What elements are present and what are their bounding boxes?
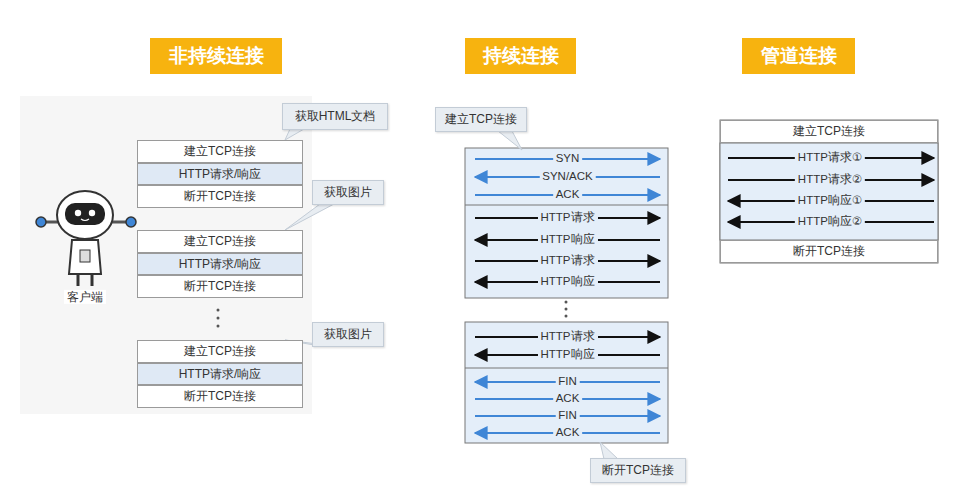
column-title: 持续连接 — [465, 38, 576, 74]
ellipsis-dots — [565, 301, 568, 318]
node-text: 断开TCP连接 — [602, 462, 674, 479]
callout-tail — [285, 129, 304, 140]
column-title: 管道连接 — [742, 38, 855, 74]
message-arrows — [475, 158, 934, 433]
arrow-label: ACK — [553, 188, 583, 202]
node-text: 获取HTML文档 — [295, 108, 376, 125]
connection-band — [465, 322, 668, 443]
arrow-label: FIN — [555, 409, 580, 423]
callout-box: 获取图片 — [312, 180, 384, 205]
background-panel — [20, 96, 312, 414]
arrow-label: SYN — [553, 152, 583, 166]
tcp-close-box: 断开TCP连接 — [137, 275, 303, 298]
connection-band — [720, 143, 938, 240]
tcp-close-box: 断开TCP连接 — [720, 240, 938, 263]
tcp-open-box: 建立TCP连接 — [720, 120, 938, 143]
client-label: 客户端 — [64, 290, 106, 304]
arrow-label: HTTP响应 — [537, 275, 597, 289]
arrow-label: HTTP响应② — [795, 215, 865, 229]
callout-box: 建立TCP连接 — [435, 107, 527, 132]
separator-line — [465, 205, 668, 206]
node-text: 断开TCP连接 — [184, 278, 256, 295]
http-box: HTTP请求/响应 — [137, 363, 303, 385]
arrow-label: HTTP响应① — [795, 194, 865, 208]
callout-box: 获取图片 — [312, 322, 384, 347]
tcp-close-box: 断开TCP连接 — [137, 385, 303, 408]
node-text: 持续连接 — [483, 43, 559, 69]
pipeline-box — [720, 120, 938, 263]
arrow-label: ACK — [553, 426, 583, 440]
callout-tail — [498, 131, 522, 150]
arrow-label: HTTP响应 — [537, 233, 597, 247]
node-text: HTTP请求/响应 — [179, 166, 262, 183]
node-text: HTTP请求/响应 — [179, 366, 262, 383]
arrow-label: HTTP请求① — [795, 151, 865, 165]
callout-tail — [600, 442, 618, 459]
node-text: 断开TCP连接 — [793, 243, 865, 260]
tcp-open-box: 建立TCP连接 — [137, 340, 303, 363]
node-text: 管道连接 — [761, 43, 837, 69]
tcp-open-box: 建立TCP连接 — [137, 230, 303, 253]
tcp-close-box: 断开TCP连接 — [137, 185, 303, 208]
arrow-label: HTTP请求② — [795, 173, 865, 187]
arrow-label: HTTP请求 — [537, 254, 597, 268]
arrow-label: HTTP响应 — [537, 348, 597, 362]
column-title: 非持续连接 — [150, 38, 282, 74]
callout-box: 断开TCP连接 — [590, 458, 686, 483]
node-text: 断开TCP连接 — [184, 188, 256, 205]
node-text: 建立TCP连接 — [445, 111, 517, 128]
arrow-label: HTTP请求 — [537, 330, 597, 344]
tcp-open-box: 建立TCP连接 — [137, 140, 303, 163]
callout-box: 获取HTML文档 — [282, 103, 388, 130]
node-text: HTTP请求/响应 — [179, 256, 262, 273]
arrow-label: HTTP请求 — [537, 211, 597, 225]
separator-line — [465, 368, 668, 369]
arrow-label: SYN/ACK — [539, 170, 596, 184]
node-text: 建立TCP连接 — [184, 143, 256, 160]
connection-band — [465, 148, 668, 298]
node-text: 获取图片 — [324, 326, 372, 343]
client-robot — [36, 191, 136, 286]
node-text: 建立TCP连接 — [184, 343, 256, 360]
http-box: HTTP请求/响应 — [137, 253, 303, 275]
arrow-label: FIN — [555, 375, 580, 389]
node-text: 建立TCP连接 — [793, 123, 865, 140]
node-text: 非持续连接 — [169, 43, 264, 69]
node-text: 断开TCP连接 — [184, 388, 256, 405]
node-text: 获取图片 — [324, 184, 372, 201]
node-text: 建立TCP连接 — [184, 233, 256, 250]
http-box: HTTP请求/响应 — [137, 163, 303, 185]
ellipsis-dots — [217, 309, 220, 328]
arrow-label: ACK — [553, 392, 583, 406]
